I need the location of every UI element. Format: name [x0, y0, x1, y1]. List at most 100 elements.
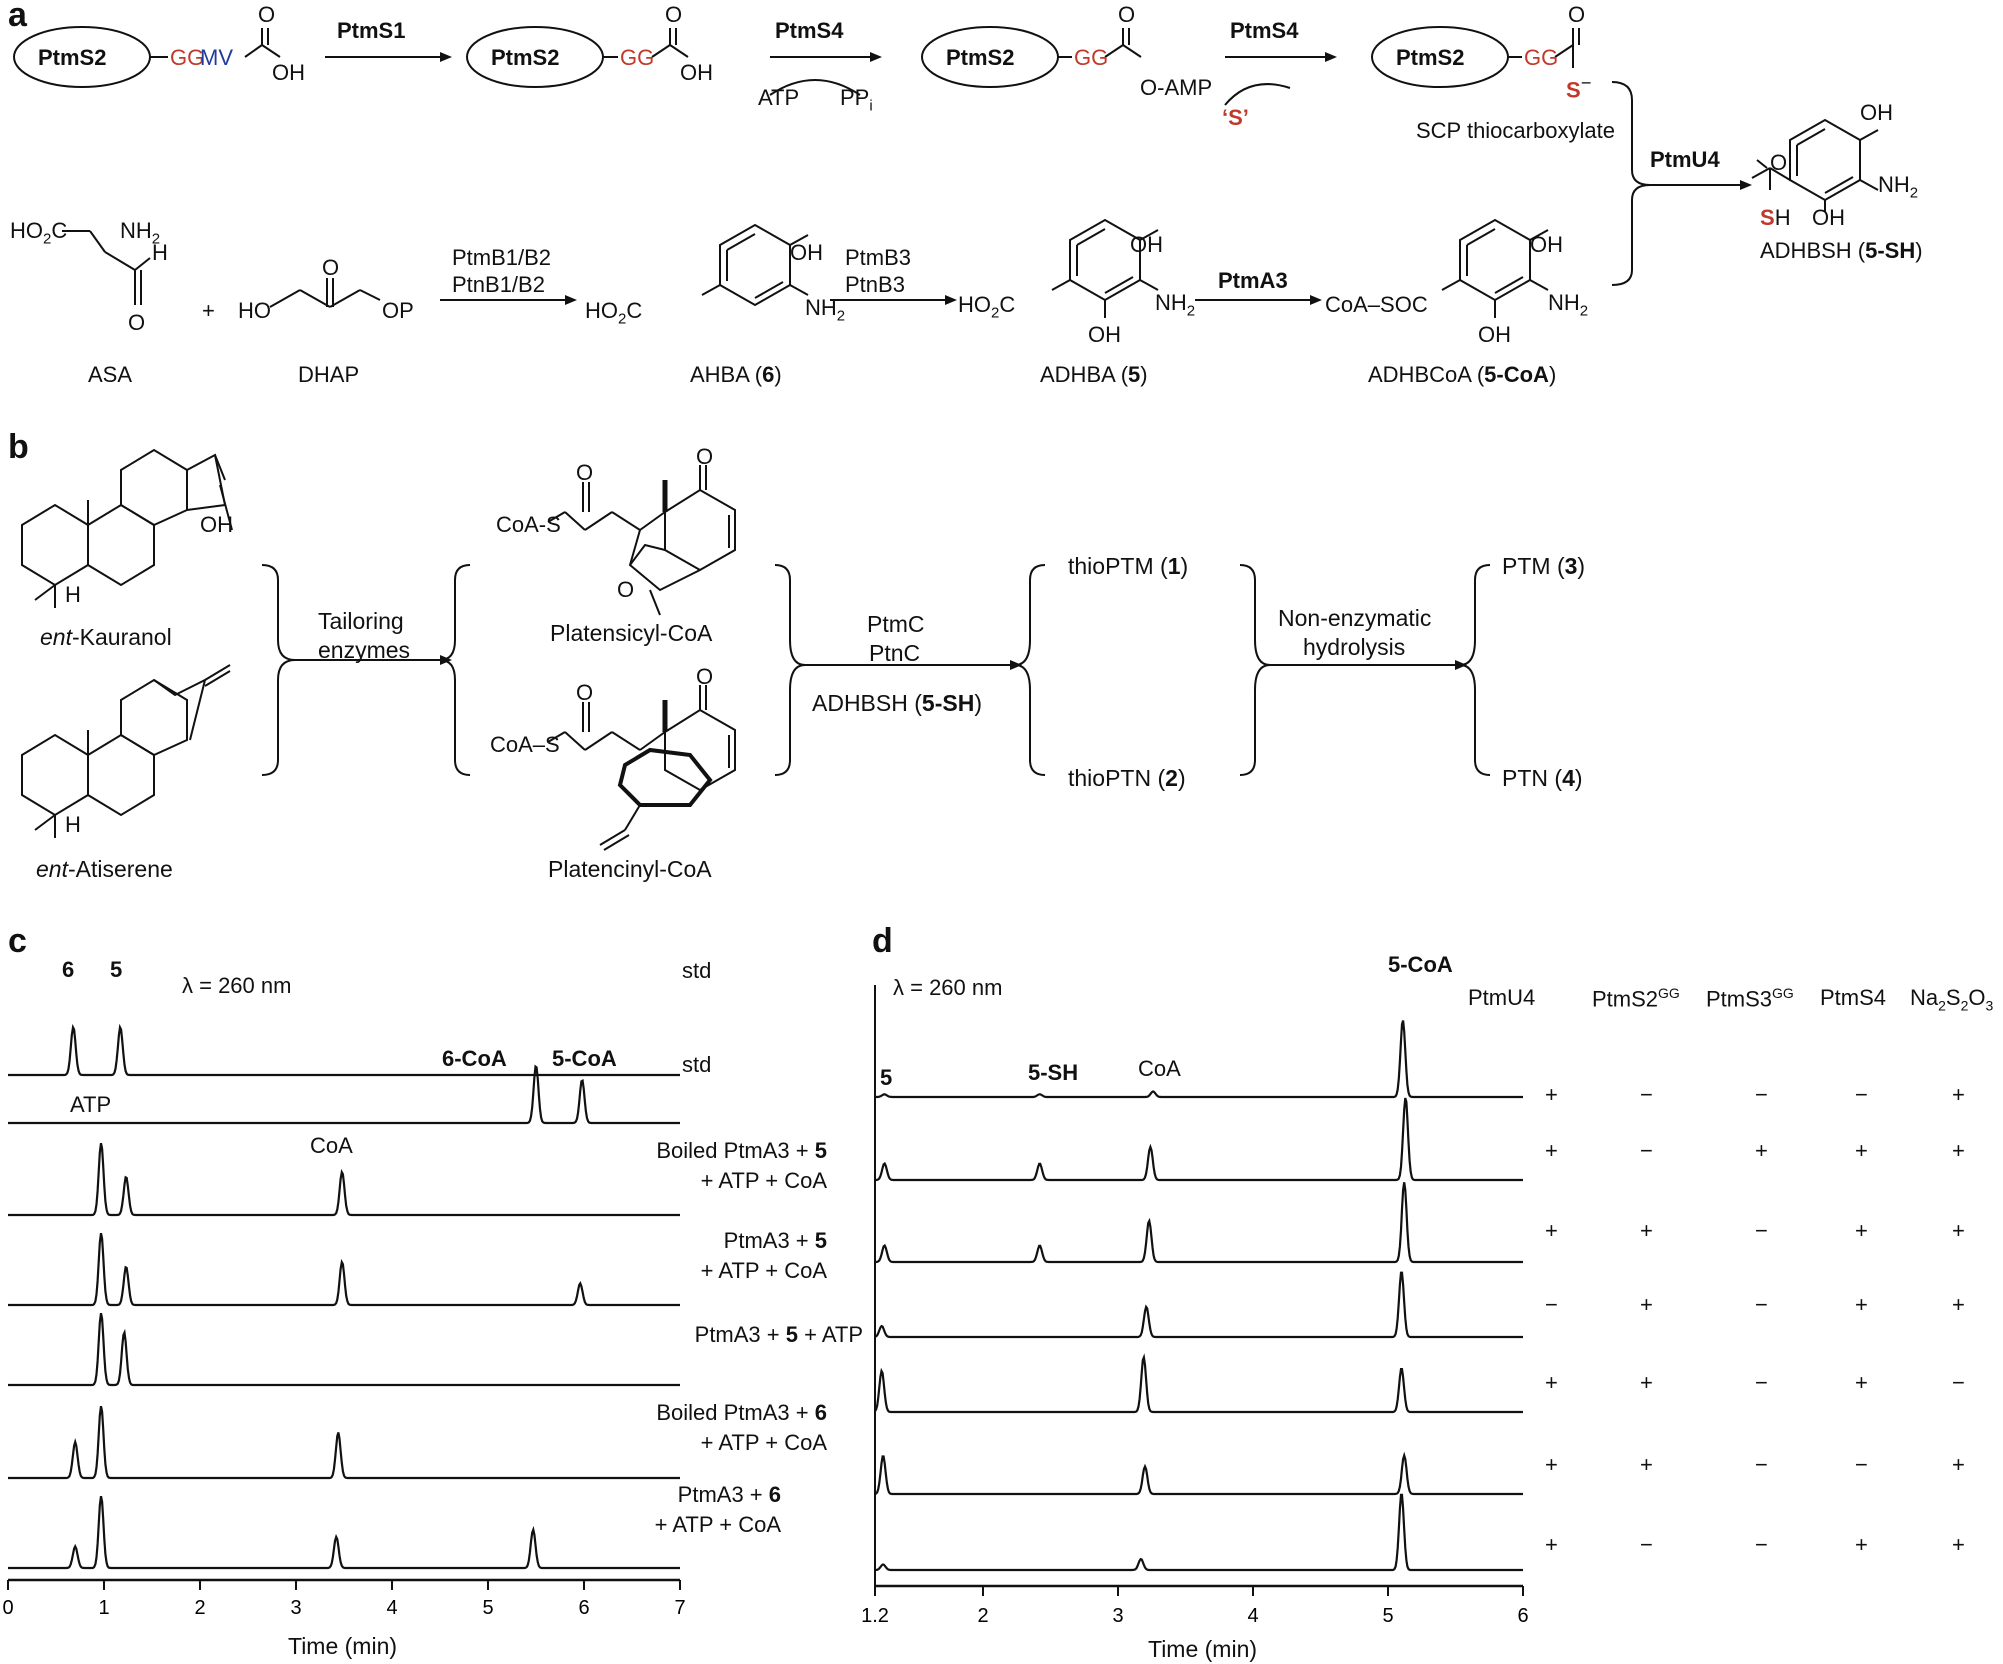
x-tick-label-d: 4: [1247, 1605, 1258, 1627]
ppi-label: PPi: [840, 85, 873, 115]
trace-label-c-6: Boiled PtmA3 + 6+ ATP + CoA: [656, 1400, 827, 1455]
peak-label-5-d: 5: [880, 1065, 893, 1090]
kauranol-oh: OH: [200, 512, 233, 537]
dhap-ho: HO: [238, 298, 271, 323]
condition-cell: −: [1952, 1370, 1965, 1395]
adhbcoa-oh-top: OH: [1530, 232, 1563, 257]
platencinyl-coas: CoA–S: [490, 732, 560, 757]
ptm-label: PTM (3): [1502, 553, 1586, 579]
peak-label-5coa-d: 5-CoA: [1388, 952, 1453, 977]
x-tick-label-c: 5: [482, 1597, 493, 1619]
x-tick-label-c: 0: [2, 1597, 13, 1619]
plus-sign: +: [202, 298, 215, 323]
adhbcoa-oh-bottom: OH: [1478, 322, 1511, 347]
enzyme-ptma3: PtmA3: [1218, 268, 1288, 293]
platensicyl-label: Platensicyl-CoA: [550, 620, 713, 646]
trace-c-7: [8, 1495, 680, 1570]
adhbcoa-coasoc: CoA–SOC: [1325, 292, 1428, 317]
col-header-ptms4: PtmS4: [1820, 985, 1887, 1010]
adhba-ho2c: HO2C: [958, 292, 1016, 322]
condition-cell: −: [1755, 1532, 1768, 1557]
seq-gg-1: GG: [170, 45, 205, 70]
trace-label-c-1: std: [682, 958, 712, 983]
x-tick-label-c: 7: [674, 1597, 685, 1619]
oh-label-2: OH: [680, 60, 713, 85]
trace-d-1: [875, 1020, 1523, 1099]
x-tick-label-d: 3: [1112, 1605, 1123, 1627]
condition-cell: +: [1855, 1218, 1868, 1243]
adhbsh-nh2: NH2: [1878, 172, 1919, 202]
trace-c-6: [8, 1405, 680, 1480]
trace-d-3: [875, 1182, 1523, 1264]
condition-cell: +: [1640, 1292, 1653, 1317]
adhbsh-thiol: SH: [1760, 205, 1791, 230]
condition-cell: −: [1755, 1452, 1768, 1477]
protein-label-3: PtmS2: [946, 45, 1015, 70]
enzyme-ptmu4: PtmU4: [1650, 147, 1720, 172]
condition-cell: +: [1952, 1138, 1965, 1163]
scp-thiocarboxylate-label: SCP thiocarboxylate: [1416, 118, 1615, 143]
peak-label-5: 5: [110, 957, 123, 982]
platencinyl-o2: O: [696, 664, 714, 689]
o-label-1: O: [258, 2, 276, 27]
enzyme-ptms1: PtmS1: [337, 18, 406, 43]
peak-label-coa-c: CoA: [310, 1133, 353, 1158]
condition-cell: −: [1855, 1082, 1868, 1107]
atp-label: ATP: [758, 85, 800, 110]
condition-cell: +: [1545, 1532, 1558, 1557]
dhap-o: O: [322, 255, 340, 280]
col-header-ptms3gg: PtmS3GG: [1706, 985, 1794, 1012]
lambda-label-d: λ = 260 nm: [893, 975, 1003, 1000]
nonenzymatic-label-1: Non-enzymatic: [1278, 605, 1432, 631]
condition-cell: +: [1640, 1452, 1653, 1477]
x-tick-label-d: 1.2: [861, 1605, 889, 1627]
enzyme-ptms4-2: PtmS4: [1230, 18, 1299, 43]
x-tick-label-d: 6: [1517, 1605, 1528, 1627]
adhbsh-o: O: [1770, 150, 1788, 175]
trace-d-4: [874, 1271, 1523, 1339]
kauranol-label: ent-Kauranol: [40, 624, 172, 650]
peak-label-atp: ATP: [70, 1092, 112, 1117]
ptmb3-label: PtmB3: [845, 245, 912, 270]
panel-label-d: d: [872, 922, 893, 960]
thioptm-label: thioPTM (1): [1068, 553, 1189, 579]
x-tick-label-c: 3: [290, 1597, 301, 1619]
platensicyl-o-ether: O: [617, 577, 635, 602]
asa-label: ASA: [88, 362, 133, 387]
dhap-label: DHAP: [298, 362, 360, 387]
condition-cell: +: [1952, 1452, 1965, 1477]
oh-label-1: OH: [272, 60, 305, 85]
seq-gg-4: GG: [1524, 45, 1559, 70]
condition-cell: +: [1952, 1292, 1965, 1317]
ahba-ho2c: HO2C: [585, 298, 643, 328]
adhba-oh-bottom: OH: [1088, 322, 1121, 347]
adhbsh-label: ADHBSH (5-SH): [1760, 238, 1923, 263]
nonenzymatic-label-2: hydrolysis: [1303, 634, 1406, 660]
condition-cell: +: [1640, 1370, 1653, 1395]
protein-label-1: PtmS2: [38, 45, 107, 70]
platensicyl-o2: O: [696, 444, 714, 469]
condition-cell: +: [1855, 1292, 1868, 1317]
adhbsh-oh-top: OH: [1860, 100, 1893, 125]
peak-label-5coa-c: 5-CoA: [552, 1046, 617, 1071]
ptmb1b2-label: PtmB1/B2: [452, 245, 552, 270]
adhbcoa-label: ADHBCoA (5-CoA): [1368, 362, 1557, 387]
peak-label-6: 6: [62, 957, 75, 982]
condition-cell: +: [1855, 1370, 1868, 1395]
condition-cell: −: [1755, 1292, 1768, 1317]
trace-label-c-5: PtmA3 + 5 + ATP: [694, 1322, 863, 1347]
asa-ho2c: HO2C: [10, 218, 68, 248]
ptmc-label: PtmC: [867, 611, 925, 637]
trace-label-c-4: PtmA3 + 5+ ATP + CoA: [700, 1228, 827, 1283]
seq-gg-2: GG: [620, 45, 655, 70]
atiserene-label: ent-Atiserene: [36, 856, 173, 882]
trace-d-6: [874, 1451, 1523, 1496]
peak-label-coa-d: CoA: [1138, 1056, 1181, 1081]
panel-label-c: c: [8, 922, 27, 960]
adhbsh-oh-bottom: OH: [1812, 205, 1845, 230]
asa-h: H: [152, 240, 168, 265]
seq-mv: MV: [200, 45, 233, 70]
x-tick-label-c: 2: [194, 1597, 205, 1619]
